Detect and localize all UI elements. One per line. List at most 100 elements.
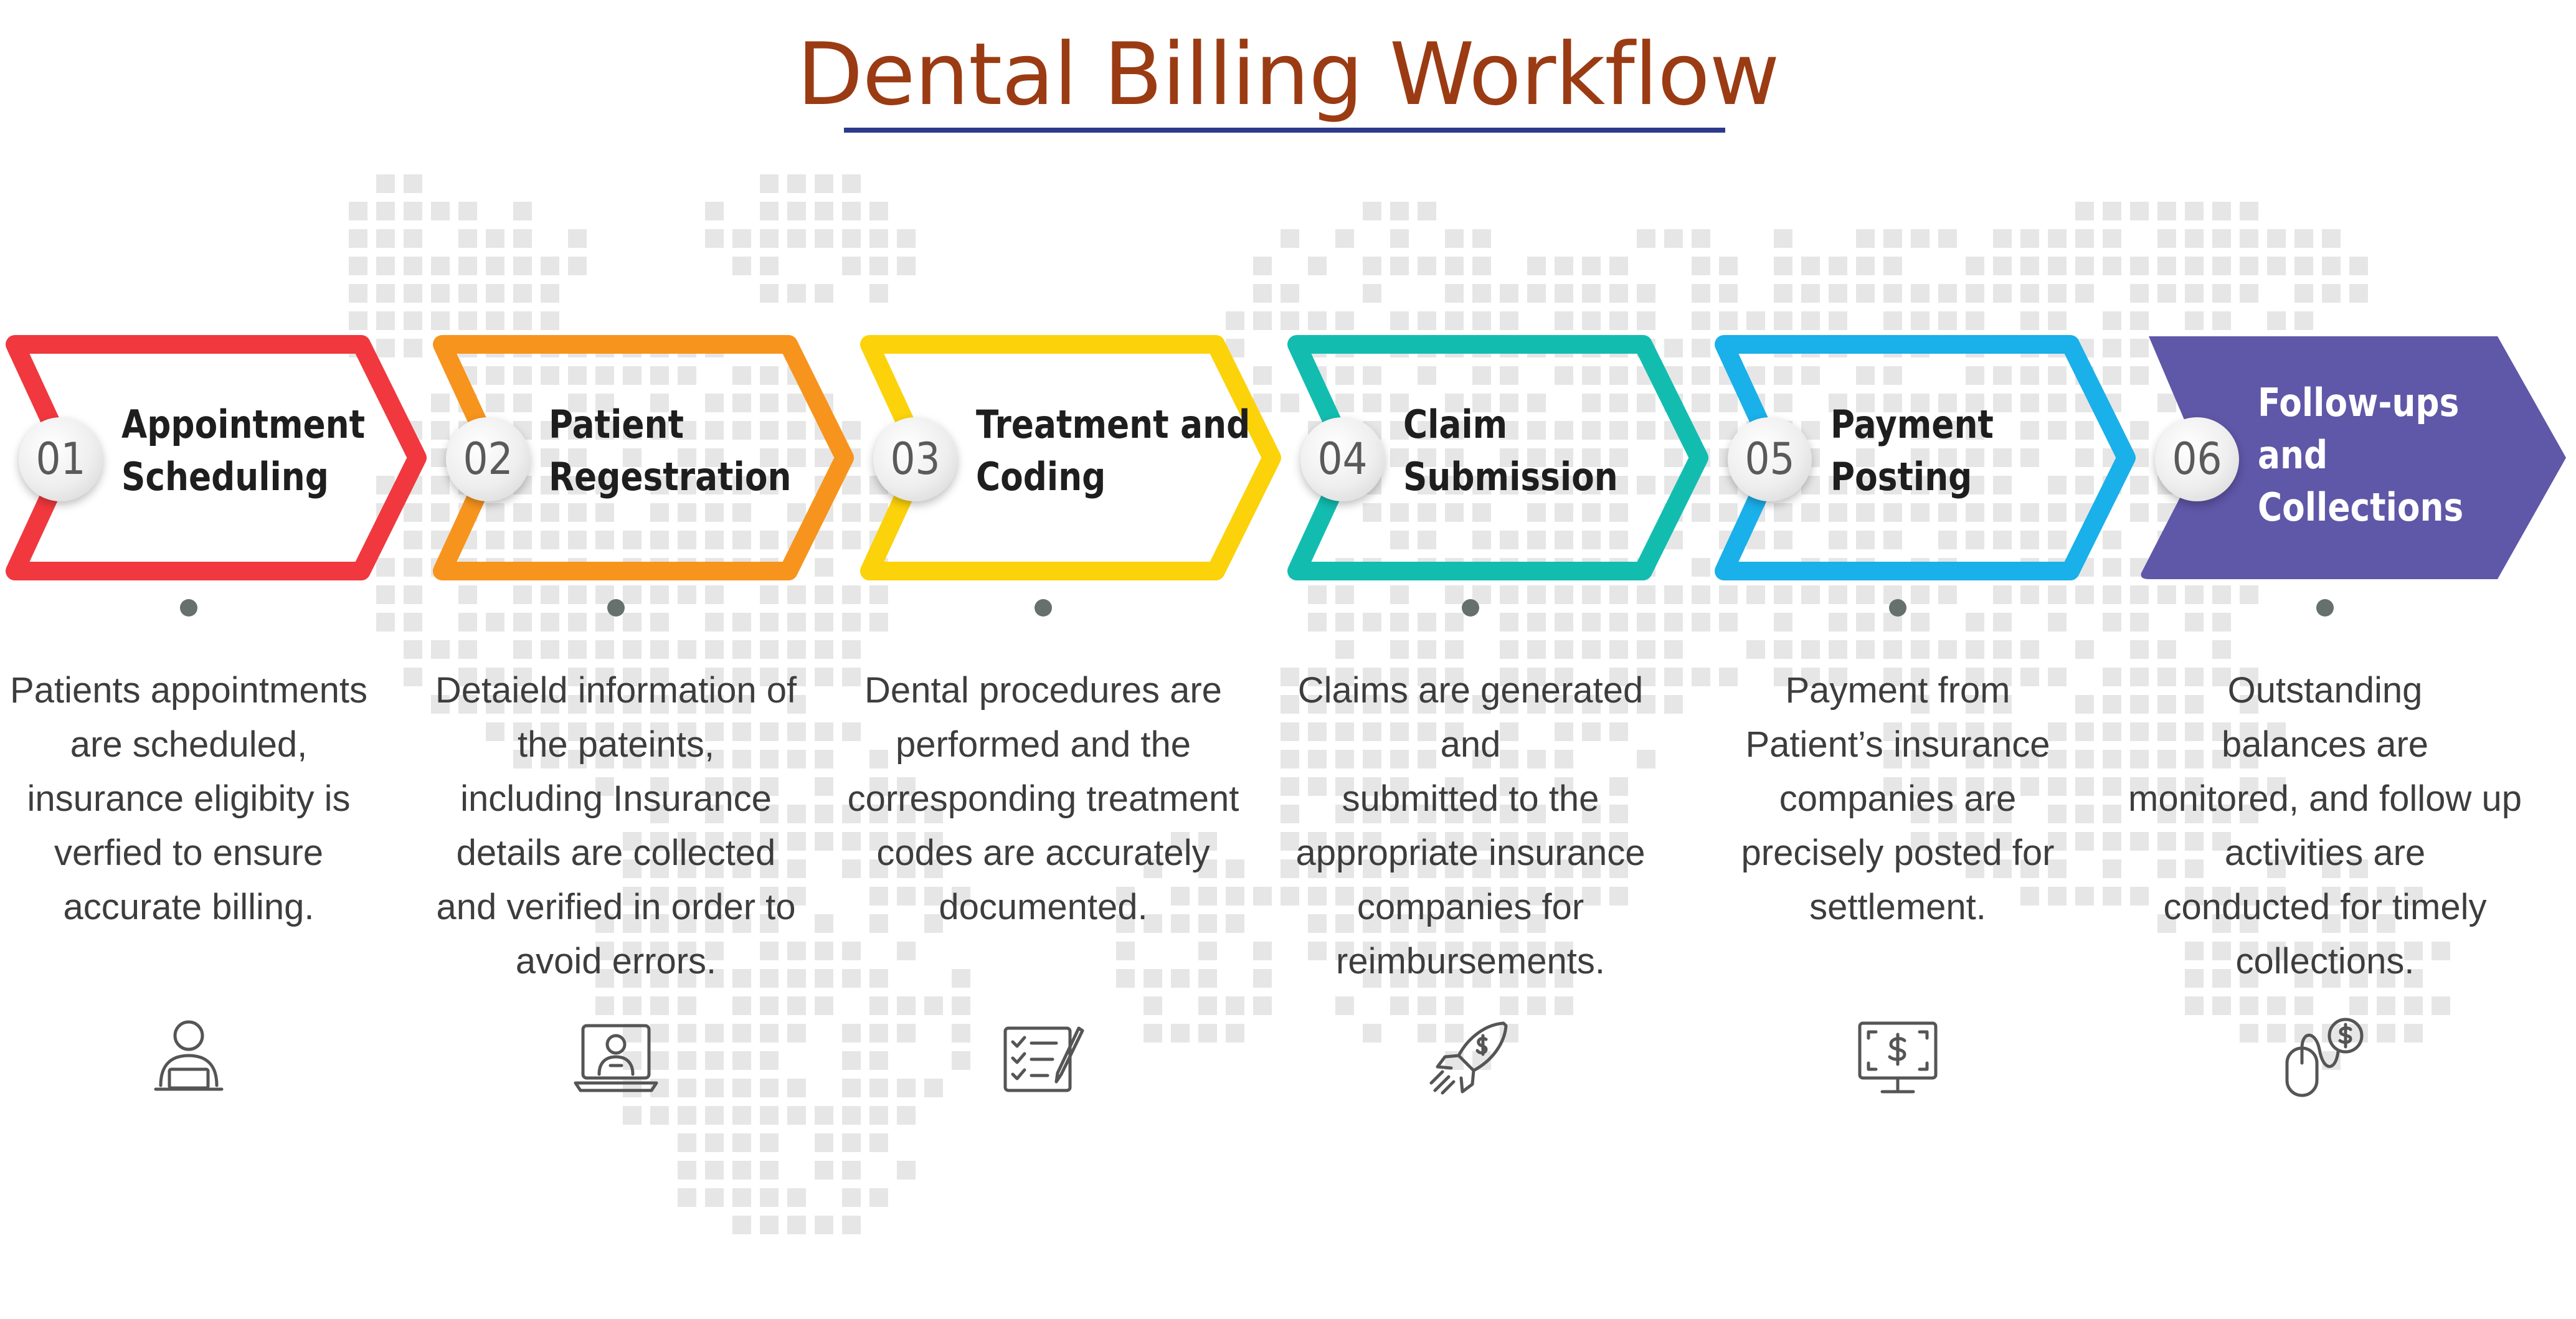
map-dot bbox=[1390, 668, 1409, 686]
map-dot bbox=[1555, 750, 1573, 768]
map-dot bbox=[815, 202, 833, 220]
map-dot bbox=[869, 805, 888, 823]
map-dot bbox=[678, 1161, 696, 1180]
map-dot bbox=[404, 640, 422, 659]
map-dot bbox=[1527, 613, 1546, 631]
map-dot bbox=[760, 914, 779, 933]
map-dot bbox=[1856, 613, 1875, 631]
map-dot bbox=[2322, 887, 2341, 905]
map-dot bbox=[1801, 257, 1820, 275]
map-dot bbox=[1527, 942, 1546, 960]
map-dot bbox=[1500, 969, 1518, 988]
map-dot bbox=[2157, 722, 2176, 741]
map-dot bbox=[650, 394, 669, 412]
map-dot bbox=[1582, 695, 1601, 714]
map-dot bbox=[678, 448, 696, 467]
map-dot bbox=[1418, 503, 1436, 522]
map-dot bbox=[1637, 311, 1655, 330]
map-dot bbox=[2103, 229, 2121, 248]
map-dot bbox=[513, 366, 532, 385]
map-dot bbox=[1582, 366, 1601, 385]
mouse-dollar-icon bbox=[2278, 1012, 2372, 1105]
map-dot bbox=[1993, 805, 2012, 823]
map-dot bbox=[623, 640, 642, 659]
map-dot bbox=[1418, 832, 1436, 851]
map-dot bbox=[760, 476, 779, 494]
map-dot bbox=[1555, 257, 1573, 275]
map-dot bbox=[1390, 202, 1409, 220]
map-dot bbox=[842, 476, 861, 494]
map-dot bbox=[1911, 476, 1930, 494]
map-dot bbox=[650, 421, 669, 440]
map-dot bbox=[595, 777, 614, 796]
map-dot bbox=[2267, 942, 2286, 960]
map-dot bbox=[1883, 503, 1902, 522]
map-dot bbox=[842, 585, 861, 604]
map-dot bbox=[1116, 887, 1135, 905]
map-dot bbox=[2404, 942, 2423, 960]
map-dot bbox=[705, 805, 724, 823]
map-dot bbox=[431, 695, 450, 714]
map-dot bbox=[1335, 311, 1354, 330]
map-dot bbox=[1500, 613, 1518, 631]
map-dot bbox=[760, 668, 779, 686]
map-dot bbox=[1637, 585, 1655, 604]
map-dot bbox=[732, 969, 751, 988]
map-dot bbox=[1198, 832, 1217, 851]
map-dot bbox=[623, 722, 642, 741]
map-dot bbox=[732, 1106, 751, 1125]
map-dot bbox=[842, 421, 861, 440]
map-dot bbox=[869, 996, 888, 1015]
map-dot bbox=[1335, 887, 1354, 905]
map-dot bbox=[1692, 503, 1710, 522]
map-dot bbox=[431, 421, 450, 440]
map-dot bbox=[1445, 887, 1464, 905]
map-dot bbox=[1774, 531, 1792, 549]
map-dot bbox=[1281, 859, 1299, 878]
map-dot bbox=[732, 476, 751, 494]
map-dot bbox=[1472, 394, 1491, 412]
map-dot bbox=[2212, 969, 2231, 988]
map-dot bbox=[2185, 969, 2204, 988]
map-dot bbox=[2240, 722, 2258, 741]
map-dot bbox=[1582, 722, 1601, 741]
map-dot bbox=[595, 722, 614, 741]
map-dot bbox=[2130, 202, 2149, 220]
map-dot bbox=[2075, 257, 2094, 275]
map-dot bbox=[1308, 914, 1327, 933]
map-dot bbox=[760, 1161, 779, 1180]
map-dot bbox=[1938, 640, 1957, 659]
map-dot bbox=[404, 284, 422, 303]
map-dot bbox=[678, 1079, 696, 1097]
map-dot bbox=[787, 1216, 806, 1234]
map-dot bbox=[787, 887, 806, 905]
map-dot bbox=[458, 695, 477, 714]
map-dot bbox=[1555, 640, 1573, 659]
map-dot bbox=[2048, 887, 2067, 905]
map-dot bbox=[678, 832, 696, 851]
map-dot bbox=[2294, 311, 2313, 330]
map-dot bbox=[787, 750, 806, 768]
map-dot bbox=[595, 503, 614, 522]
map-dot bbox=[760, 257, 779, 275]
map-dot bbox=[897, 1161, 916, 1180]
map-dot bbox=[458, 613, 477, 631]
map-dot bbox=[1363, 668, 1381, 686]
user-on-screen-icon bbox=[569, 1012, 663, 1105]
map-dot bbox=[678, 695, 696, 714]
map-dot bbox=[1938, 585, 1957, 604]
map-dot bbox=[705, 969, 724, 988]
map-dot bbox=[678, 1051, 696, 1070]
map-dot bbox=[404, 229, 422, 248]
map-dot bbox=[787, 503, 806, 522]
map-dot bbox=[787, 284, 806, 303]
map-dot bbox=[705, 1051, 724, 1070]
map-dot bbox=[1664, 585, 1683, 604]
map-dot bbox=[1774, 503, 1792, 522]
map-dot bbox=[2185, 750, 2204, 768]
map-dot bbox=[787, 859, 806, 878]
map-dot bbox=[1938, 394, 1957, 412]
map-dot bbox=[842, 1161, 861, 1180]
